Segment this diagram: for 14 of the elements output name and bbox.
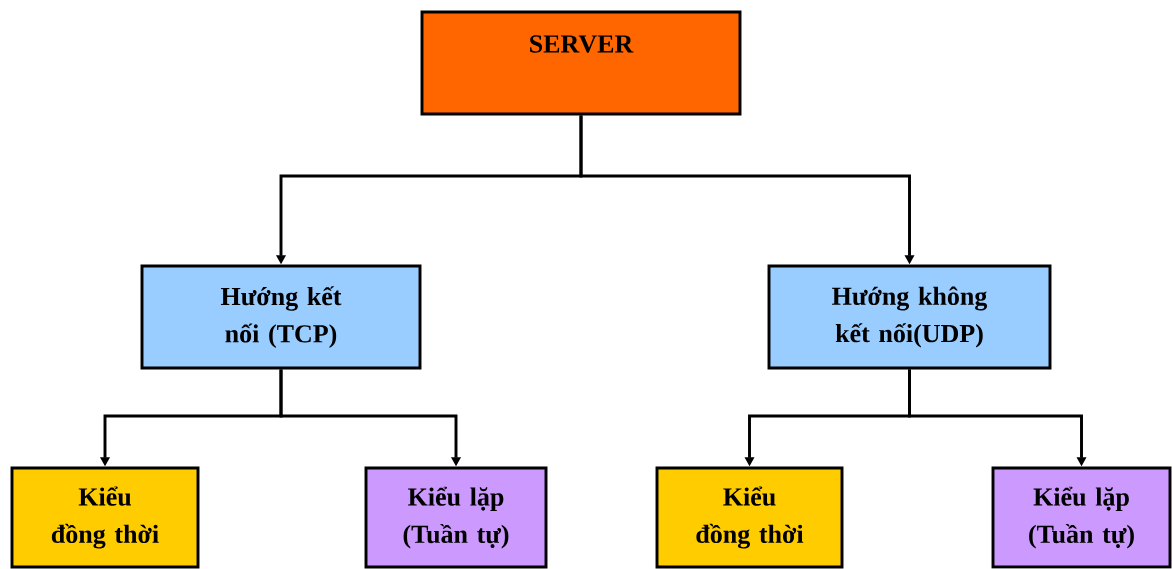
box-label: Kiểu đồng thời	[51, 486, 159, 549]
box-label: SERVER	[530, 35, 634, 53]
protocol-box	[140, 264, 422, 370]
mode-box	[364, 466, 548, 569]
box-label: Kiểu đồng thời	[696, 486, 804, 549]
box-label: Kiểu lặp (Tuần tự)	[403, 486, 509, 549]
box-label: Hướng không kết nối(UDP)	[832, 286, 988, 348]
server-box	[420, 10, 742, 116]
mode-box	[10, 466, 200, 569]
box-label: Kiểu lặp (Tuần tự)	[1029, 486, 1134, 549]
protocol-box	[767, 264, 1052, 370]
box-label: Hướng kết nối (TCP)	[220, 286, 342, 348]
mode-box	[991, 466, 1172, 569]
mode-box	[655, 466, 844, 569]
